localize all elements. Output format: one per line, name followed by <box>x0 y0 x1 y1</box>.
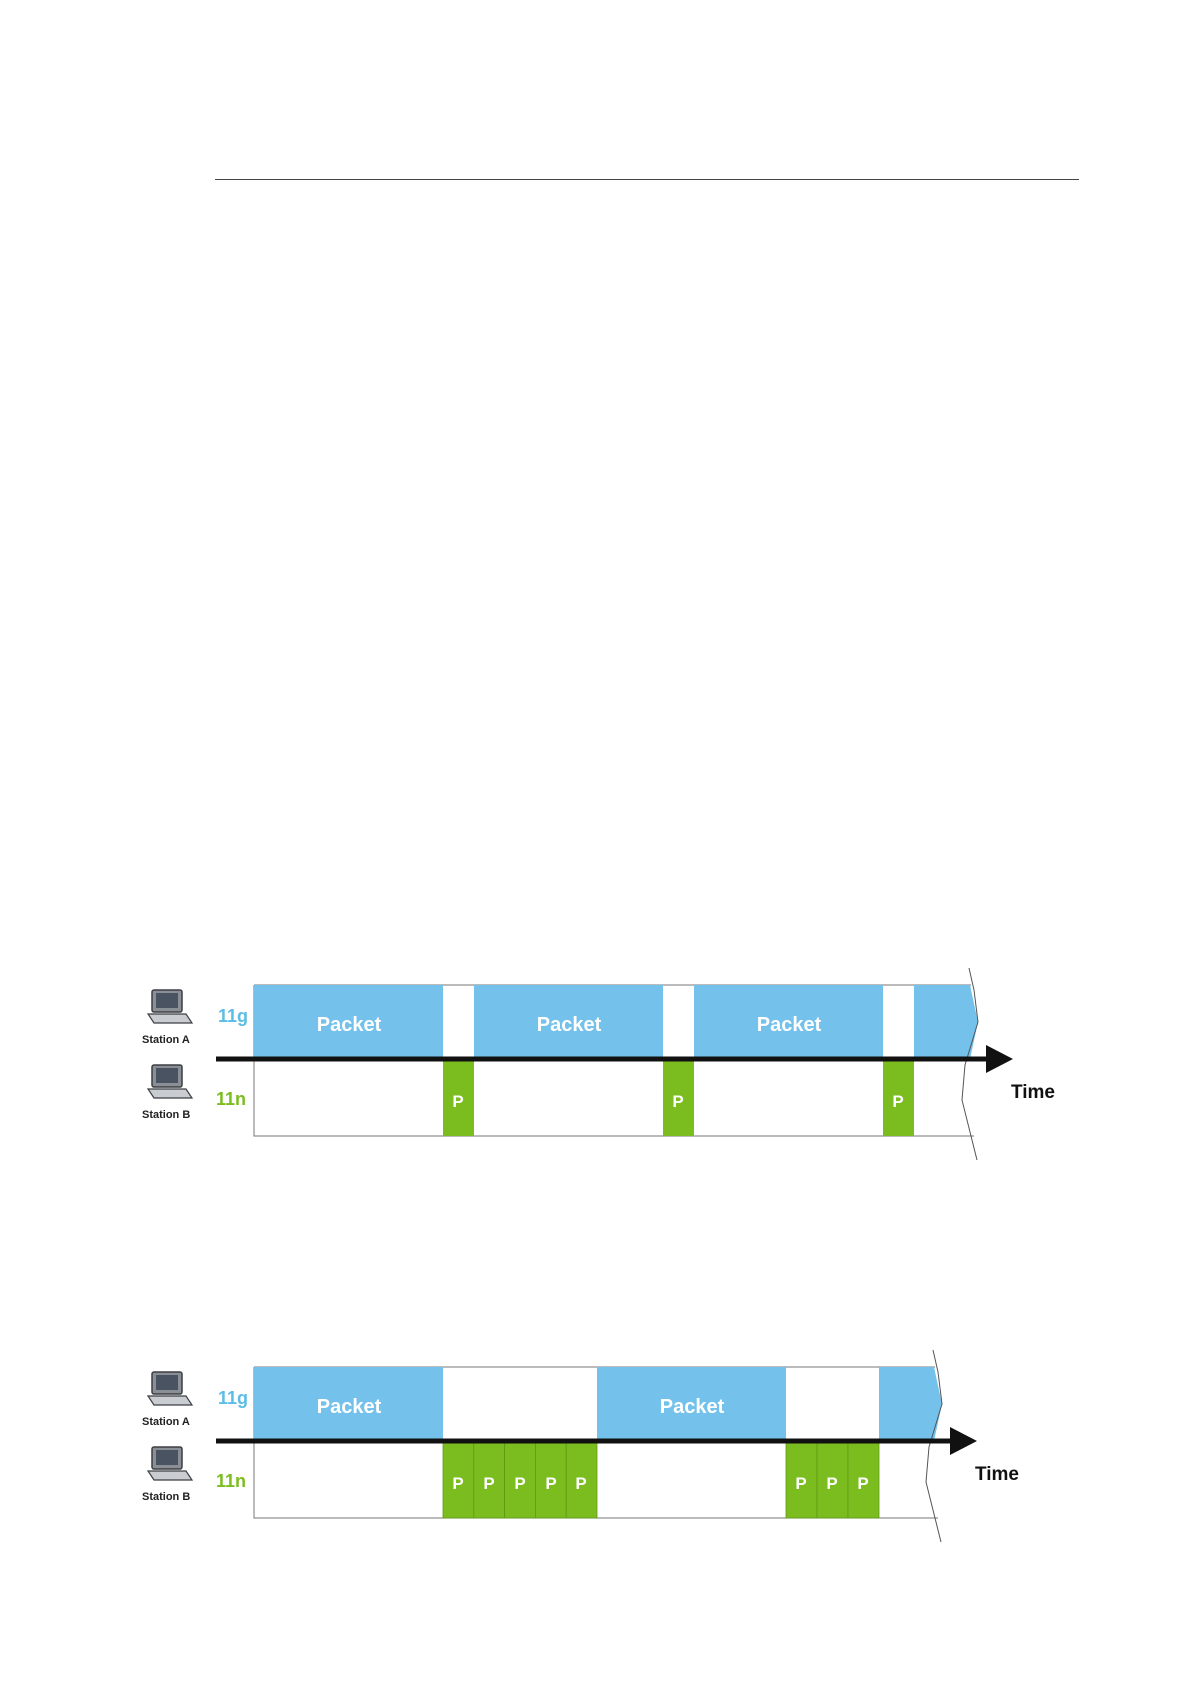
time-label: Time <box>975 1464 1019 1485</box>
airtime-diagram-2: Station A Station B 11g 11n Packet Packe… <box>0 1342 1191 1552</box>
laptop-icon <box>148 990 192 1023</box>
label-11g: 11g <box>218 1388 248 1408</box>
laptop-icon <box>148 1372 192 1405</box>
header-rule <box>215 179 1079 180</box>
packet-11n-label: P <box>857 1474 868 1493</box>
time-arrow-icon <box>950 1427 977 1455</box>
time-label: Time <box>1011 1082 1055 1103</box>
packet-11n-label: P <box>672 1092 683 1111</box>
packet-11n-label: P <box>545 1474 556 1493</box>
packet-11g-label: Packet <box>317 1396 382 1418</box>
packet-11g-label: Packet <box>660 1396 725 1418</box>
packet-11n-label: P <box>514 1474 525 1493</box>
station-b-label: Station B <box>142 1109 190 1121</box>
packet-11n-label: P <box>892 1092 903 1111</box>
airtime-diagram-1: Station A Station B 11g 11n Packet Packe… <box>0 960 1191 1170</box>
laptop-icon <box>148 1065 192 1098</box>
station-a-label: Station A <box>142 1416 190 1428</box>
station-a-label: Station A <box>142 1034 190 1046</box>
label-11n: 11n <box>216 1471 246 1491</box>
packet-11g-partial <box>914 985 978 1059</box>
station-b-label: Station B <box>142 1491 190 1503</box>
packet-11n-label: P <box>575 1474 586 1493</box>
time-arrow-icon <box>986 1045 1013 1073</box>
packet-11g-label: Packet <box>757 1014 822 1036</box>
packet-11n-label: P <box>452 1092 463 1111</box>
label-11n: 11n <box>216 1089 246 1109</box>
laptop-icon <box>148 1447 192 1480</box>
packet-11n-label: P <box>483 1474 494 1493</box>
packet-11g-label: Packet <box>317 1014 382 1036</box>
label-11g: 11g <box>218 1006 248 1026</box>
packet-11n-label: P <box>826 1474 837 1493</box>
packet-11n-label: P <box>795 1474 806 1493</box>
packet-11g-label: Packet <box>537 1014 602 1036</box>
packet-11n-label: P <box>452 1474 463 1493</box>
packet-11g-partial <box>879 1367 942 1441</box>
